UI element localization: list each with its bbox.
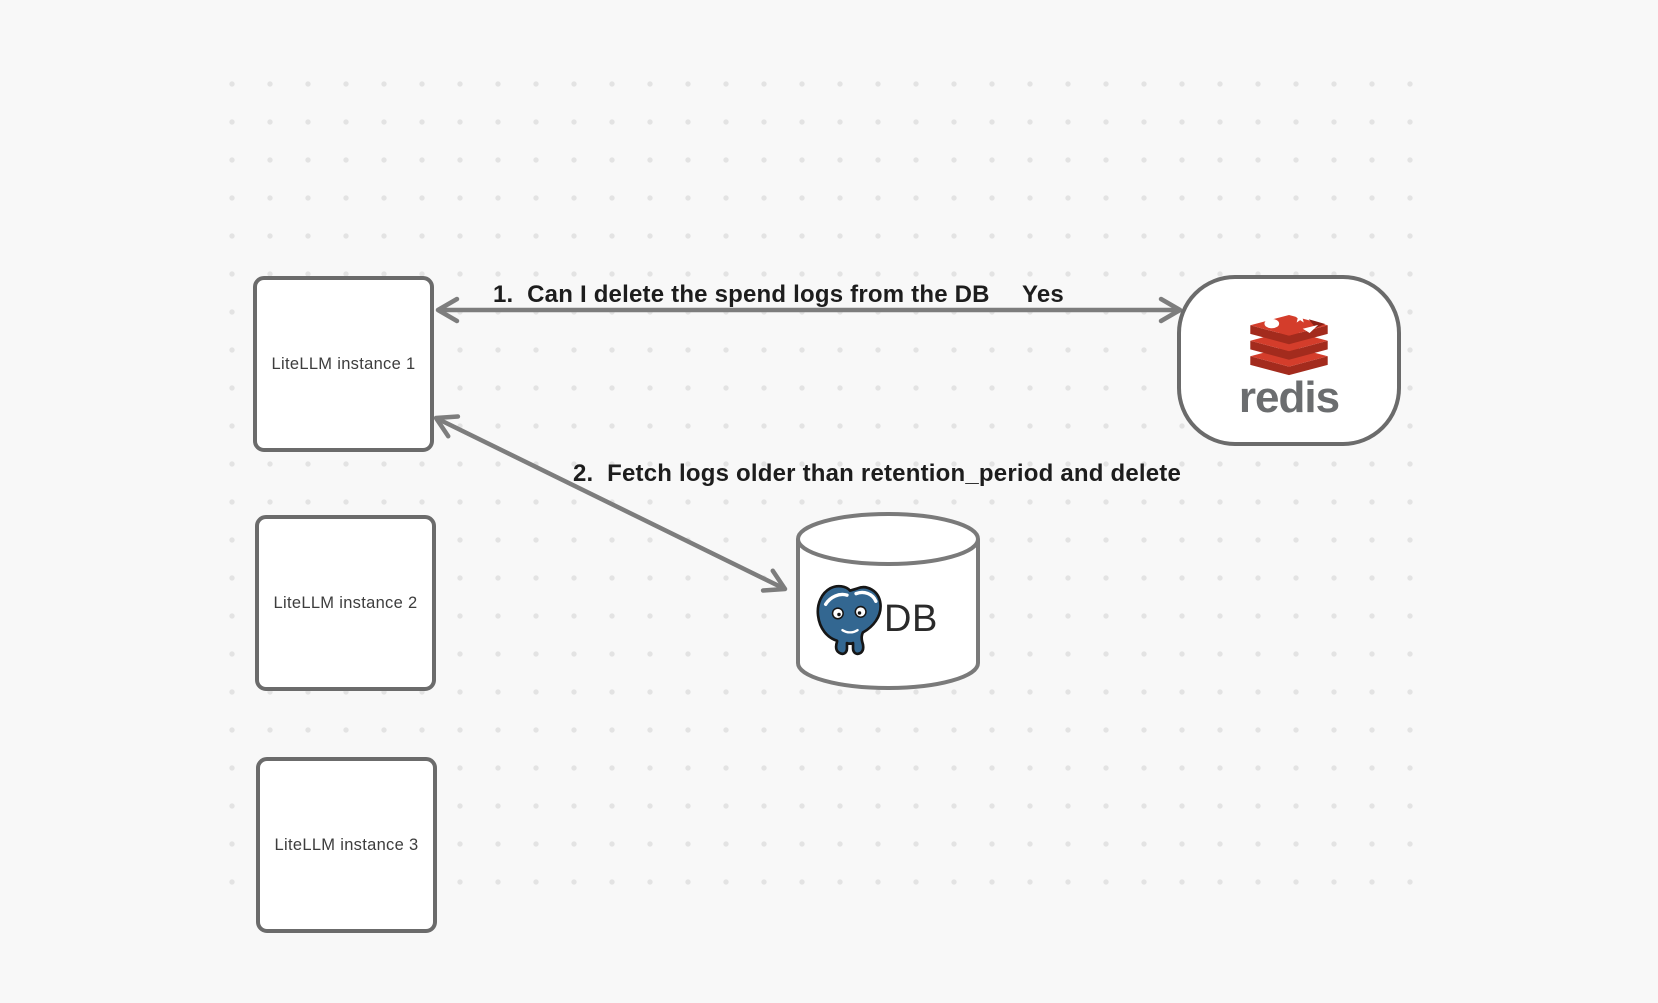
node-litellm-instance-3: LiteLLM instance 3	[256, 757, 437, 933]
node-label: LiteLLM instance 3	[274, 835, 419, 854]
node-label: LiteLLM instance 1	[271, 354, 416, 373]
edge-label-1: 1. Can I delete the spend logs from the …	[493, 281, 990, 308]
edge-label-1-response: Yes	[1022, 281, 1064, 308]
postgresql-elephant-icon	[816, 584, 882, 656]
node-litellm-instance-1: LiteLLM instance 1	[253, 276, 434, 452]
redis-wordmark: redis	[1238, 373, 1340, 422]
node-redis: redis	[1177, 275, 1401, 446]
edge-label-2: 2. Fetch logs older than retention_perio…	[573, 460, 1182, 487]
db-node-label: DB	[884, 598, 938, 640]
redis-logo-icon	[1250, 311, 1328, 376]
node-label: LiteLLM instance 2	[273, 593, 418, 612]
node-litellm-instance-2: LiteLLM instance 2	[255, 515, 436, 691]
